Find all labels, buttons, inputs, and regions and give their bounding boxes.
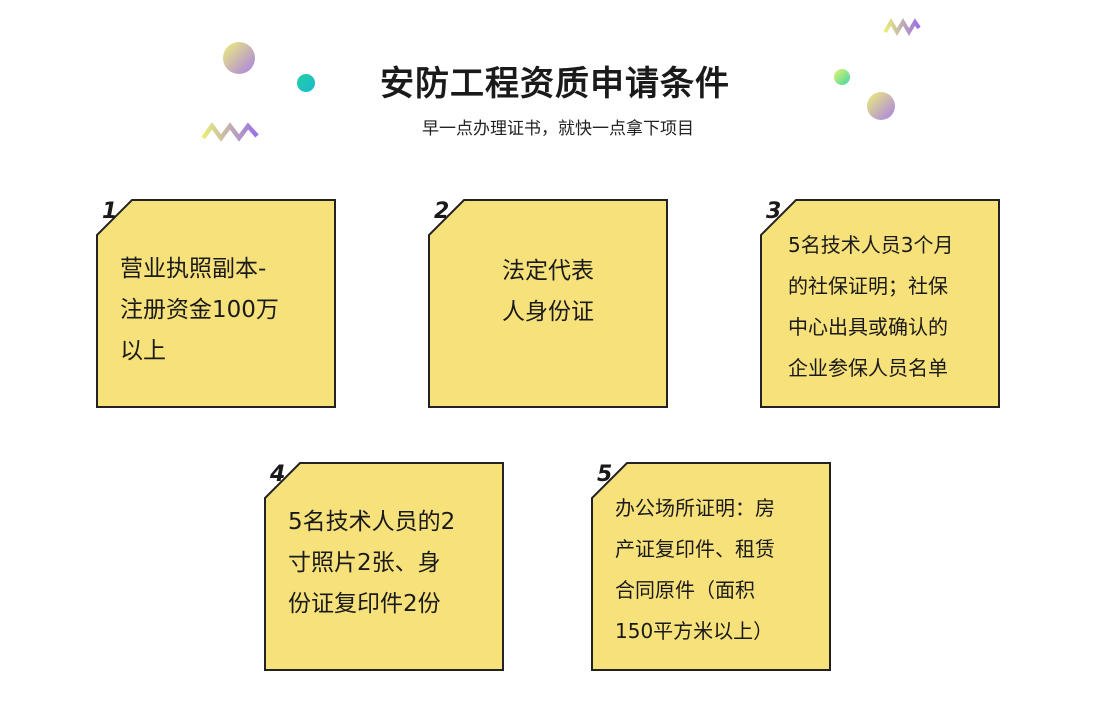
card-line: 的社保证明；社保 <box>788 274 948 298</box>
card-text: 5名技术人员的2 寸照片2张、身 份证复印件2份 <box>288 502 488 625</box>
card-line: 寸照片2张、身 <box>288 550 441 576</box>
card-number: 4 <box>270 462 286 487</box>
card-text: 营业执照副本- 注册资金100万 以上 <box>120 249 320 372</box>
card-line: 合同原件（面积 <box>615 578 755 602</box>
card-background <box>428 199 668 408</box>
condition-card-2: 2 法定代表 人身份证 <box>428 199 668 408</box>
decor-ball-purple-right <box>867 92 895 120</box>
card-line: 人身份证 <box>502 299 594 325</box>
decor-dot-teal <box>297 74 315 92</box>
decor-zigzag-left <box>201 122 259 142</box>
card-line: 150平方米以上） <box>615 619 774 643</box>
condition-card-1: 1 营业执照副本- 注册资金100万 以上 <box>96 199 336 408</box>
card-line: 营业执照副本- <box>120 256 267 282</box>
page-subtitle: 早一点办理证书，就快一点拿下项目 <box>422 119 694 139</box>
card-line: 份证复印件2份 <box>288 591 441 617</box>
card-text: 法定代表 人身份证 <box>428 251 668 333</box>
decor-dot-lime <box>834 69 850 85</box>
card-number: 2 <box>434 199 450 224</box>
page-title: 安防工程资质申请条件 <box>380 64 730 104</box>
card-background <box>591 462 831 671</box>
card-line: 法定代表 <box>502 258 594 284</box>
card-background <box>96 199 336 408</box>
condition-card-4: 4 5名技术人员的2 寸照片2张、身 份证复印件2份 <box>264 462 504 671</box>
card-background <box>264 462 504 671</box>
card-text: 5名技术人员3个月 的社保证明；社保 中心出具或确认的 企业参保人员名单 <box>788 225 988 389</box>
card-line: 注册资金100万 <box>120 297 279 323</box>
decor-ball-purple-left <box>223 42 255 74</box>
card-line: 5名技术人员的2 <box>288 509 456 535</box>
card-line: 企业参保人员名单 <box>788 356 948 380</box>
condition-card-5: 5 办公场所证明：房 产证复印件、租赁 合同原件（面积 150平方米以上） <box>591 462 831 671</box>
card-text: 办公场所证明：房 产证复印件、租赁 合同原件（面积 150平方米以上） <box>615 488 819 652</box>
card-line: 5名技术人员3个月 <box>788 233 954 257</box>
decor-zigzag-right <box>883 18 921 36</box>
card-background <box>760 199 1000 408</box>
card-line: 产证复印件、租赁 <box>615 537 775 561</box>
card-number: 5 <box>597 462 613 487</box>
card-line: 以上 <box>120 338 166 364</box>
card-number: 1 <box>102 199 118 224</box>
condition-card-3: 3 5名技术人员3个月 的社保证明；社保 中心出具或确认的 企业参保人员名单 <box>760 199 1000 408</box>
card-number: 3 <box>766 199 782 224</box>
card-line: 办公场所证明：房 <box>615 496 775 520</box>
card-line: 中心出具或确认的 <box>788 315 948 339</box>
